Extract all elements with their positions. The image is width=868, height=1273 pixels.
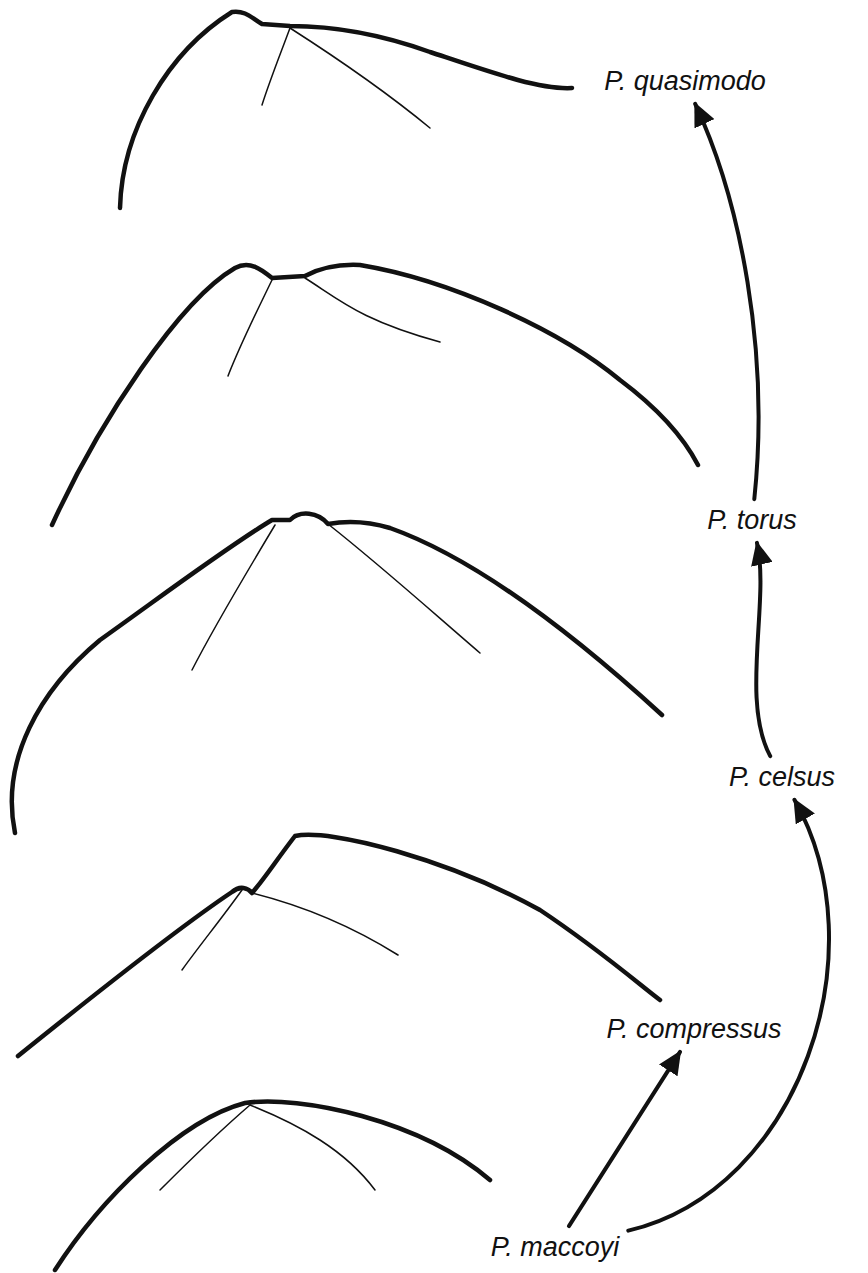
species-name: P. compressus — [606, 1014, 781, 1044]
species-label: P. celsus — [725, 761, 839, 795]
shell-profile — [55, 1102, 490, 1270]
shell-profile — [120, 12, 572, 208]
descent-arrow — [695, 104, 758, 499]
species-label: P. maccoyi — [487, 1231, 624, 1265]
species-label: P. compressus — [602, 1013, 785, 1047]
shell-profile — [52, 265, 698, 525]
species-label: P. torus — [703, 504, 801, 538]
species-name: P. quasimodo — [604, 66, 766, 96]
species-name: P. torus — [707, 505, 797, 535]
descent-arrow — [569, 1052, 680, 1226]
species-name: P. maccoyi — [491, 1232, 620, 1262]
shell-profile — [18, 835, 660, 1056]
descent-arrow — [756, 543, 770, 756]
species-name: P. celsus — [729, 762, 835, 792]
species-label: P. quasimodo — [600, 65, 770, 99]
shell-profile — [12, 514, 662, 833]
